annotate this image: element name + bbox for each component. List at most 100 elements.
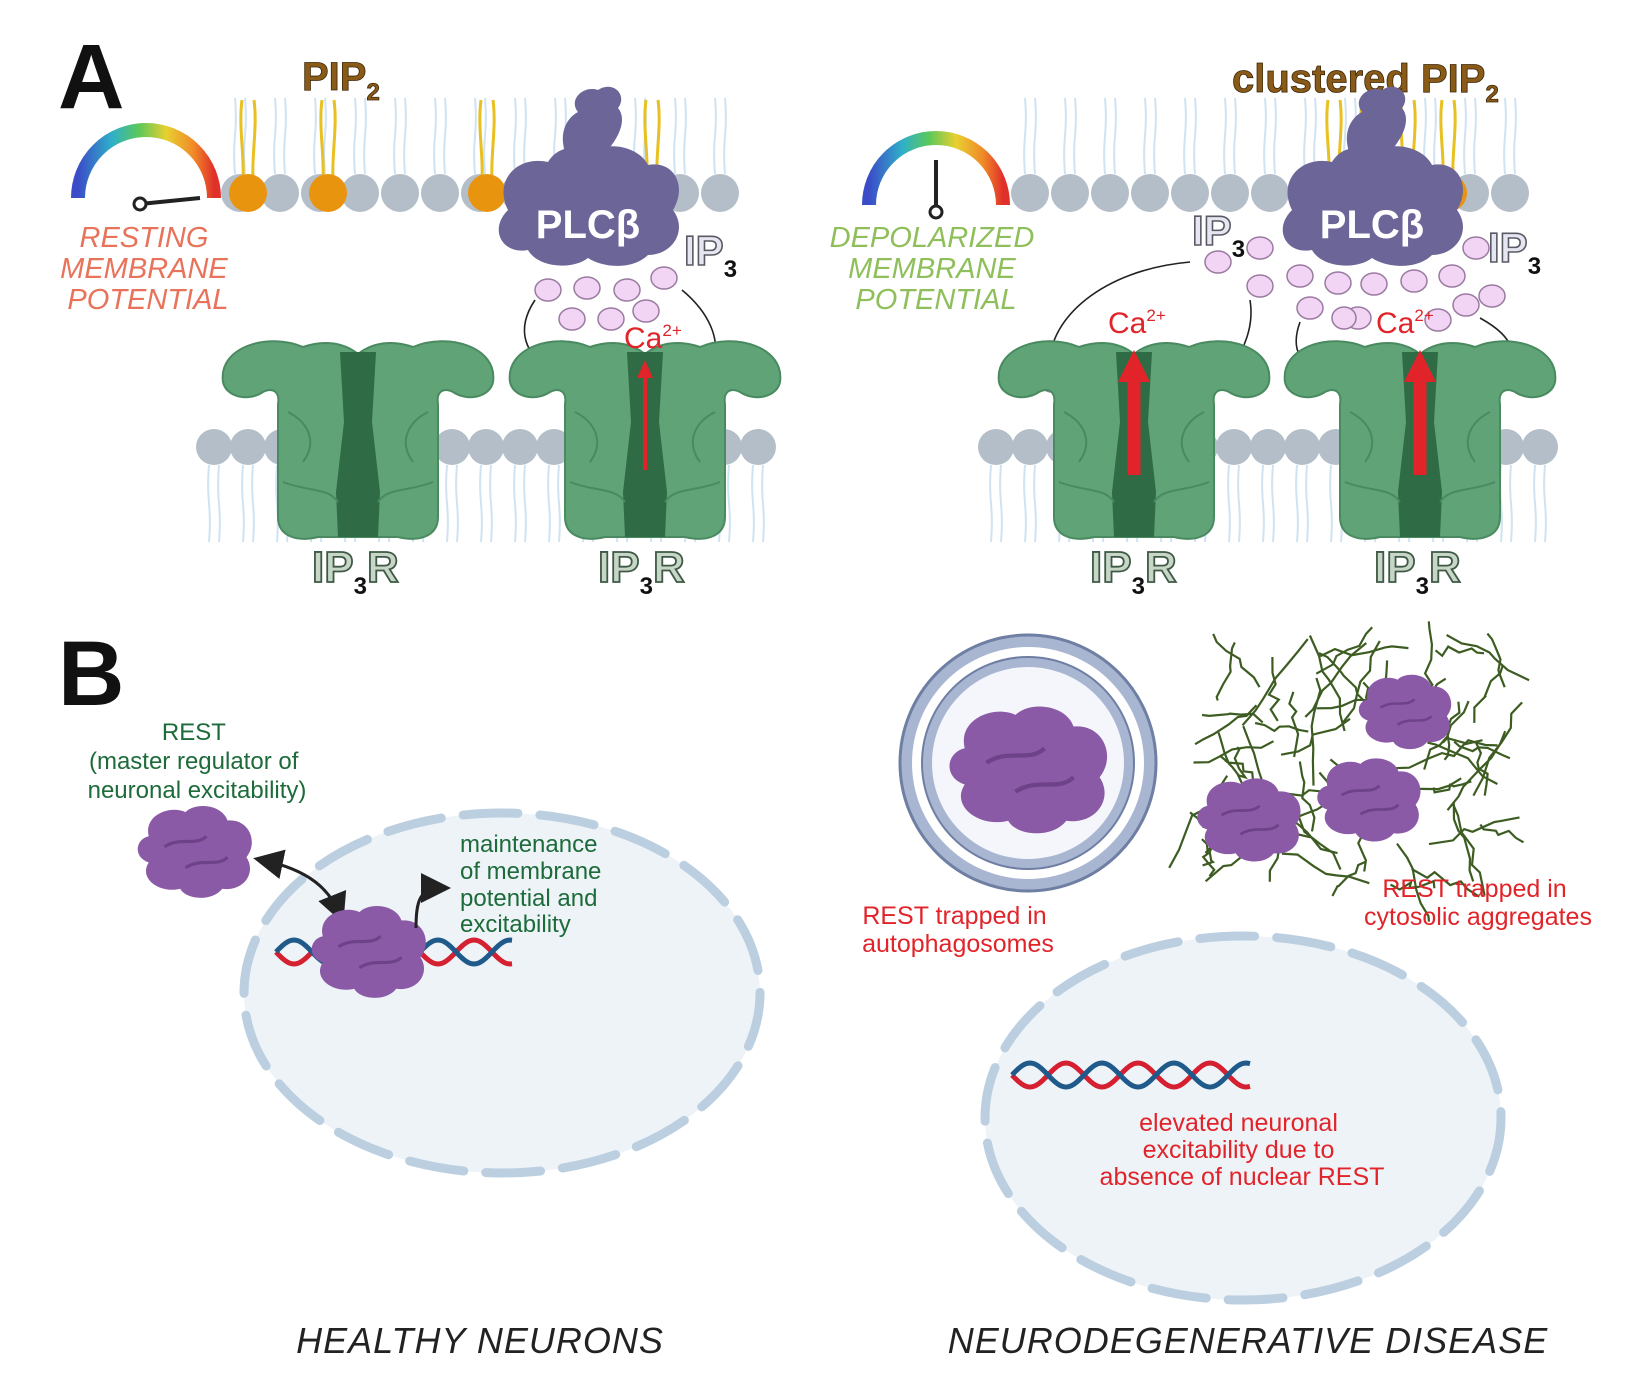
ip3-label-right-b: IP3 — [1488, 224, 1541, 280]
lipid-tail — [483, 97, 487, 175]
panel-a-letter: A — [58, 26, 124, 128]
lipid-tail — [233, 97, 237, 175]
lipid-tail — [1273, 97, 1277, 175]
lipid-tail — [1433, 97, 1437, 175]
lipid-tail — [1329, 464, 1333, 543]
lipid-tail — [713, 97, 717, 175]
lipid-tail — [1271, 464, 1275, 543]
lipid-tail — [1463, 97, 1467, 175]
lipid-tail — [455, 464, 459, 543]
aggregate-fibril — [1318, 652, 1369, 705]
aggregate-fibril — [1212, 633, 1261, 688]
lipid-tail — [513, 464, 517, 543]
lipid-head — [468, 429, 504, 465]
aggregate-fibril — [1389, 879, 1436, 891]
lipid-tail — [523, 464, 527, 543]
lipid-head — [1011, 174, 1049, 212]
pip2-label-left: PIP2 — [302, 55, 380, 106]
aggregate-fibril — [1319, 645, 1409, 658]
ip3r-label-4: IP3R — [1374, 543, 1461, 600]
aggregate-fibril — [1427, 741, 1498, 785]
lipid-tail — [443, 97, 447, 175]
aggregate-fibril — [1423, 621, 1434, 692]
aggregate-fibril — [1308, 635, 1346, 732]
lipid-head — [740, 429, 776, 465]
plc-beta-label-left: PLCβ — [536, 203, 640, 247]
lipid-head — [230, 429, 266, 465]
lipid-tail — [1223, 97, 1227, 175]
lipid-tail — [1533, 464, 1537, 543]
lipid-head — [1251, 174, 1289, 212]
lipid-tail — [1103, 97, 1107, 175]
ip3-label-right-a: IP3 — [1192, 207, 1245, 263]
calcium-label-right-2: Ca2+ — [1376, 306, 1434, 340]
lipid-tail — [323, 97, 327, 175]
excitability-text: elevated neuronal excitability due to ab… — [1100, 1109, 1385, 1191]
lipid-tail — [1183, 97, 1187, 175]
lipid-head — [1250, 429, 1286, 465]
lipid-tail — [1063, 97, 1067, 175]
lipid-head — [1522, 429, 1558, 465]
lipid-tail — [1543, 464, 1547, 543]
lipid-tail — [489, 464, 493, 543]
lipid-tail — [207, 464, 211, 543]
plc-beta-enzyme-left: PLCβ — [498, 86, 679, 266]
aggregate-fibril — [1442, 736, 1498, 747]
aggregate-fibril — [1193, 740, 1275, 764]
aggregate-fibril — [1342, 640, 1381, 724]
lipid-tail — [393, 97, 397, 175]
lipid-tail — [727, 464, 731, 543]
lipid-tail — [513, 97, 517, 175]
lipid-tail — [1513, 97, 1517, 175]
lipid-head — [1051, 174, 1089, 212]
lipid-head — [701, 174, 739, 212]
lipid-tail — [1263, 97, 1267, 175]
aggregate-fibril — [1396, 739, 1483, 770]
ip3-label-left: IP3 — [684, 227, 737, 283]
aggregate-fibril — [1428, 816, 1520, 846]
lipid-tail — [1233, 97, 1237, 175]
lipid-tail — [523, 97, 527, 175]
maintenance-text: maintenance of membrane potential and ex… — [460, 831, 608, 938]
lipid-head — [1284, 429, 1320, 465]
lipid-tail — [313, 97, 317, 175]
aggregate-fibril — [1479, 823, 1525, 844]
lipid-tail — [1295, 464, 1299, 543]
dna-disease — [1010, 1060, 1251, 1090]
dna-strand — [1010, 1060, 1251, 1090]
lipid-tail — [1033, 464, 1037, 543]
lipid-tail — [1227, 464, 1231, 543]
calcium-label-right-1: Ca2+ — [1108, 306, 1166, 340]
lipid-tail — [751, 464, 755, 543]
lipid-tail — [217, 464, 221, 543]
plc-beta-enzyme-right: PLCβ — [1282, 86, 1463, 266]
plc-beta-label-right: PLCβ — [1320, 203, 1424, 247]
aggregate-fibril — [1215, 642, 1236, 701]
aggregate-fibril — [1281, 852, 1370, 885]
lipid-tail — [1261, 464, 1265, 543]
depolarized-potential-label: DEPOLARIZED MEMBRANE POTENTIAL — [830, 222, 1043, 316]
calcium-release-arrow-right-1 — [1118, 350, 1150, 475]
lipid-tail — [241, 464, 245, 543]
lipid-tail — [1073, 97, 1077, 175]
lipid-head — [1216, 429, 1252, 465]
lipid-head — [196, 429, 232, 465]
dna-strand — [1010, 1060, 1251, 1090]
rest-description-healthy: REST (master regulator of neuronal excit… — [88, 719, 307, 804]
transcription-arrow — [414, 873, 451, 929]
calcium-release-arrow-right-2 — [1404, 350, 1436, 475]
lipid-tail — [283, 97, 287, 175]
aggregate-fibril — [1254, 721, 1309, 733]
lipid-tail — [1033, 97, 1037, 175]
lipid-tail — [1143, 97, 1147, 175]
shuttle-arrow — [253, 849, 347, 924]
aggregate-fibril — [1217, 732, 1241, 777]
aggregate-fibril — [1280, 717, 1351, 756]
autophagosome-text: REST trapped in autophagosomes — [862, 902, 1054, 958]
lipid-tail — [1237, 464, 1241, 543]
aggregate-fibril — [1396, 842, 1431, 922]
lipid-head — [502, 429, 538, 465]
lipid-tail — [1503, 97, 1507, 175]
lipid-tail — [243, 97, 247, 175]
aggregate-fibril — [1315, 626, 1374, 675]
